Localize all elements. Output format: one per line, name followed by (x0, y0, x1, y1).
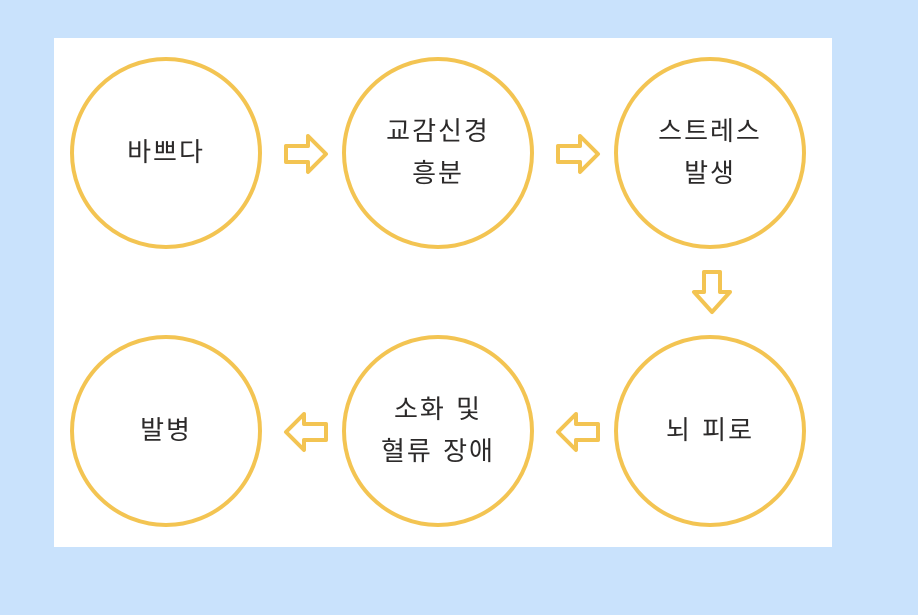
node-label: 소화 및 혈류 장애 (381, 395, 495, 467)
node-label: 스트레스 발생 (658, 117, 762, 189)
node-disease: 발병 (70, 335, 262, 527)
node-digestion: 소화 및 혈류 장애 (342, 335, 534, 527)
node-sympathetic: 교감신경 흥분 (342, 57, 534, 249)
arrow-right-icon (282, 130, 330, 178)
node-brain-fatigue: 뇌 피로 (614, 335, 806, 527)
arrow-left-icon (554, 408, 602, 456)
diagram-panel: 바쁘다 교감신경 흥분 스트레스 발생 뇌 피로 소화 및 혈류 장애 발병 (54, 38, 832, 547)
node-busy: 바쁘다 (70, 57, 262, 249)
node-label: 뇌 피로 (665, 416, 755, 446)
node-label: 바쁘다 (127, 138, 205, 168)
node-label: 교감신경 흥분 (386, 117, 490, 189)
node-stress: 스트레스 발생 (614, 57, 806, 249)
node-label: 발병 (140, 416, 192, 446)
arrow-right-icon (554, 130, 602, 178)
arrow-down-icon (688, 268, 736, 316)
arrow-left-icon (282, 408, 330, 456)
